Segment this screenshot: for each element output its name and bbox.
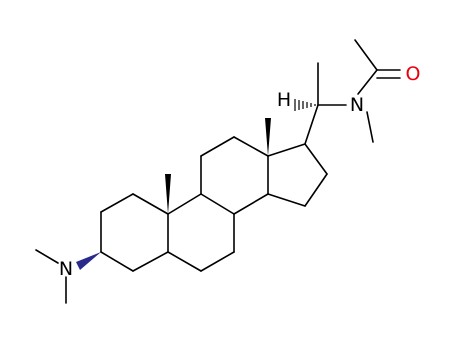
bond [366,111,374,143]
bond [304,104,319,145]
bond [35,249,59,264]
bond [267,143,306,157]
ring-c [200,136,269,215]
bond [200,193,235,215]
c20-hash-bond [294,99,316,111]
bond [100,251,134,272]
bond [132,251,169,272]
ring-d [267,143,328,207]
bond [233,193,269,215]
bond [267,193,306,207]
bond [354,39,378,71]
bond [132,193,169,215]
side-chain [304,39,401,145]
bond [304,143,328,175]
ring-b [167,193,235,272]
bond [200,251,235,272]
hydrogen-label: H [277,89,291,111]
bond [100,193,134,213]
bond [200,136,235,157]
bond [167,193,202,215]
c10-methyl-wedge [165,174,171,214]
bond [357,69,378,95]
nitrogen-label-dimethylamino: N [59,258,73,280]
c3-amino-wedge [76,252,101,270]
oxygen-label: O [406,63,421,85]
ring-a [100,193,169,272]
bond [233,136,269,157]
nitrogen-label-acetamide: N [350,94,364,116]
c13-methyl-wedge [265,118,271,156]
bond [167,251,202,272]
bond [304,173,328,207]
